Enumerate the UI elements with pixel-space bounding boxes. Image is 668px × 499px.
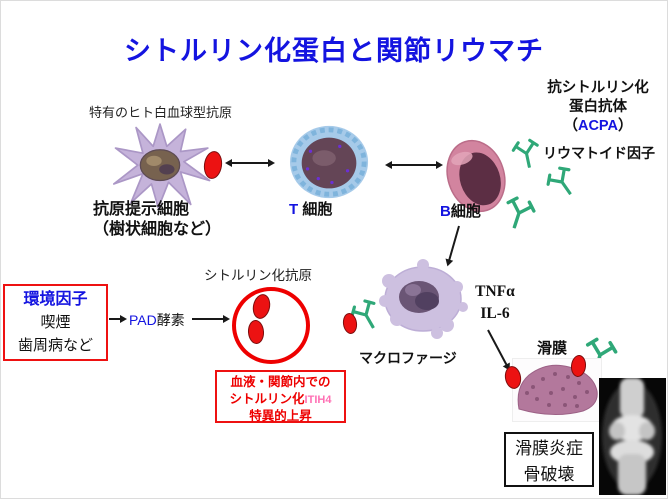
b-cell-label-prefix: B xyxy=(440,203,451,220)
apc-label: 抗原提示細胞 （樹状細胞など） xyxy=(93,200,221,240)
b-cell-label: B細胞 xyxy=(440,200,481,221)
macrophage-image xyxy=(379,259,468,339)
page-title: シトルリン化蛋白と関節リウマチ xyxy=(124,36,544,66)
arrow-env-to-pad xyxy=(109,318,125,320)
cytokines-label: TNFα IL-6 xyxy=(467,281,523,325)
itih4-note-box: 血液・関節内での シトルリン化ITIH4 特異的上昇 xyxy=(215,370,346,423)
t-cell-label-prefix: T xyxy=(289,201,299,218)
antibody-icon xyxy=(511,138,539,169)
bidirectional-arrow-tcell-bcell xyxy=(387,164,441,166)
b-cell-image xyxy=(446,139,506,213)
apc-label-line2: （樹状細胞など） xyxy=(93,221,222,238)
acpa-acronym: ACPA xyxy=(577,118,618,134)
acpa-label-line1: 抗シトルリン化 xyxy=(547,80,649,96)
arrow-pad-to-antigen xyxy=(192,318,228,320)
citrullinated-antigen-label: シトルリン化抗原 xyxy=(204,268,312,283)
antibody-icon xyxy=(546,166,572,196)
itih4-note-line2-main: シトルリン化 xyxy=(229,391,305,406)
env-box-line3: 歯周病など xyxy=(17,337,93,354)
il6-label: IL-6 xyxy=(480,305,510,322)
apc-label-line1: 抗原提示細胞 xyxy=(93,201,190,218)
dendritic-cell-image xyxy=(112,123,211,209)
itih4-note-line2-sub: ITIH4 xyxy=(304,393,332,406)
b-cell-label-suffix: 細胞 xyxy=(450,203,481,220)
macrophage-label: マクロファージ xyxy=(359,350,457,366)
itih4-note-line1: 血液・関節内での xyxy=(230,375,331,389)
acpa-label-line3: （ACPA） xyxy=(528,117,667,136)
synovium-histology-image xyxy=(512,358,602,422)
environmental-factors-box: 環境因子 喫煙 歯周病など xyxy=(3,284,108,361)
t-cell-label: T 細胞 xyxy=(289,198,332,219)
tnf-label: TNFα xyxy=(475,283,515,300)
env-box-title: 環境因子 xyxy=(23,291,88,308)
outcome-line1: 滑膜炎症 xyxy=(515,439,583,458)
pad-label-prefix: PAD xyxy=(129,312,157,328)
pad-label-suffix: 酵素 xyxy=(156,312,185,328)
arrow-cytokines-to-synovium xyxy=(487,329,510,370)
pad-enzyme-label: PAD酵素 xyxy=(129,310,185,330)
hla-antigen-label: 特有のヒト白血球型抗原 xyxy=(89,105,233,120)
acpa-paren-open: （ xyxy=(563,118,578,134)
itih4-note-line2: シトルリン化ITIH4 xyxy=(217,391,344,409)
synovium-label: 滑膜 xyxy=(537,340,568,357)
t-cell-image xyxy=(289,125,369,199)
knee-xray-image xyxy=(599,378,666,495)
acpa-label: 抗シトルリン化 蛋白抗体 （ACPA） xyxy=(528,79,667,136)
bidirectional-arrow-apc-tcell xyxy=(227,162,273,164)
t-cell-label-suffix: 細胞 xyxy=(298,201,333,218)
rheumatoid-factor-label: リウマトイド因子 xyxy=(543,145,655,161)
citrullinated-antigen-circle xyxy=(232,287,310,364)
acpa-paren-close: ） xyxy=(618,118,633,134)
acpa-label-line2: 蛋白抗体 xyxy=(569,99,627,115)
outcome-box: 滑膜炎症 骨破壊 xyxy=(504,432,594,487)
itih4-note-line3: 特異的上昇 xyxy=(249,409,312,423)
env-box-line2: 喫煙 xyxy=(40,314,71,331)
outcome-line2: 骨破壊 xyxy=(523,465,575,484)
antibody-icon xyxy=(506,196,536,229)
